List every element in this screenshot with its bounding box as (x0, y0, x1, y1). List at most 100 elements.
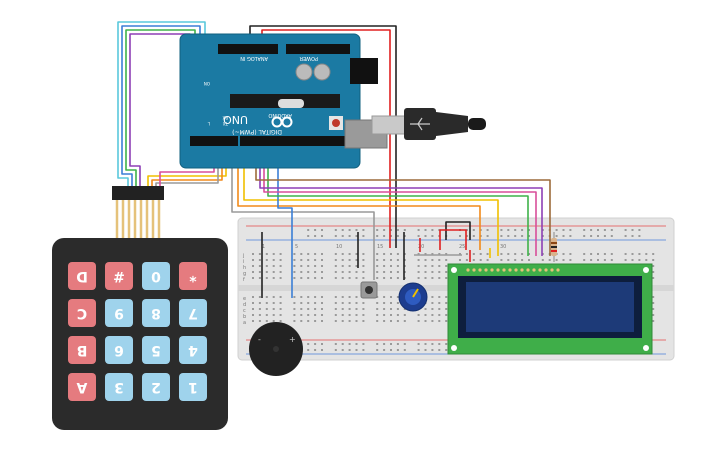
keypad-connector-pins (115, 200, 161, 238)
row-label: b (243, 314, 246, 320)
digital-header (240, 136, 352, 146)
push-button[interactable] (360, 281, 378, 299)
row-label: i (243, 259, 244, 265)
keypad-key-label: # (113, 268, 125, 284)
wire-purple-lcd (259, 164, 543, 256)
wire-blue-analog (121, 25, 201, 186)
wires (117, 21, 551, 298)
wire-black-bridge (445, 221, 471, 240)
label-rx: RX (222, 115, 228, 120)
keypad-key[interactable]: 9 (105, 299, 133, 327)
breadboard-column-labels: 1 5 10 15 20 25 30 (262, 244, 506, 250)
row-label: f (243, 277, 245, 283)
keypad-key-label: 1 (188, 379, 198, 395)
keypad-key-label: 6 (114, 342, 124, 358)
digital-header-2 (190, 136, 238, 146)
analog-header (218, 44, 278, 54)
keypad-key-label: C (77, 305, 87, 321)
keypad-keys: D #0 * C 9 8 7B 6 5 4A 3 2 1 (68, 262, 207, 401)
keypad-4x4[interactable]: D #0 * C 9 8 7B 6 5 4A 3 2 1 (52, 186, 228, 430)
label-brand: ARDUINO (268, 112, 292, 118)
power-jack (350, 58, 378, 84)
arduino-uno[interactable]: DIGITAL (PWM~) ANALOG IN POWER UNO ARDUI… (179, 33, 388, 169)
lcd-16x2[interactable] (447, 263, 653, 355)
keypad-key-label: 0 (151, 268, 161, 284)
label-l: L (207, 121, 210, 126)
keypad-key[interactable]: 4 (179, 336, 207, 364)
label-on: ON (204, 81, 210, 86)
wire-black-gnd (249, 25, 397, 248)
keypad-key[interactable]: B (68, 336, 96, 364)
row-label: j (242, 253, 244, 259)
wire-yellow-keypad (147, 164, 227, 186)
keypad-key[interactable]: A (68, 373, 96, 401)
wire-green-analog (125, 29, 196, 186)
keypad-key[interactable]: 2 (142, 373, 170, 401)
keypad-key[interactable]: 8 (142, 299, 170, 327)
label-power: POWER (299, 55, 318, 61)
keypad-key-label: D (76, 268, 88, 284)
lcd-pins (466, 268, 560, 272)
usb-cable (371, 108, 486, 140)
column-label: 1 (262, 244, 265, 250)
label-uno: UNO (223, 113, 248, 126)
label-tx: TX (223, 121, 229, 126)
arduino-logo-icon (271, 116, 293, 128)
keypad-key-label: 4 (188, 342, 198, 358)
wire-grey-keypad (155, 164, 219, 186)
row-label: e (243, 296, 246, 302)
lcd-screen (466, 282, 634, 332)
wire-pink-lcd (263, 164, 537, 256)
capacitor-2 (295, 63, 313, 81)
wire-blue-buzzer (277, 164, 293, 298)
keypad-key[interactable]: 3 (105, 373, 133, 401)
power-header (286, 44, 350, 54)
keypad-key-label: * (189, 268, 197, 284)
keypad-key-label: A (76, 379, 87, 395)
breadboard-row-labels-left: j i h g f e d c b a (242, 253, 246, 326)
capacitor-1 (313, 63, 331, 81)
keypad-key-label: 3 (114, 379, 124, 395)
wire-orange-lcd (237, 164, 481, 250)
label-analog-in: ANALOG IN (240, 55, 268, 61)
keypad-key-label: B (77, 342, 88, 358)
row-label: d (243, 302, 246, 308)
keypad-key[interactable]: C (68, 299, 96, 327)
potentiometer[interactable] (398, 282, 428, 312)
wire-yellow-lcd (243, 164, 499, 256)
keypad-key[interactable]: 7 (179, 299, 207, 327)
reset-button (332, 119, 340, 127)
buzzer-pin-minus: - (258, 335, 261, 344)
wire-grey-button (231, 164, 375, 280)
keypad-key-label: 2 (151, 379, 161, 395)
column-label: 30 (500, 244, 506, 250)
row-label: g (243, 271, 246, 277)
label-digital: DIGITAL (PWM~) (232, 128, 282, 135)
keypad-key[interactable]: * (179, 262, 207, 290)
keypad-key-label: 9 (114, 305, 124, 321)
column-label: 10 (336, 244, 342, 250)
row-label: a (243, 320, 246, 326)
keypad-key[interactable]: 1 (179, 373, 207, 401)
piezo-buzzer[interactable]: - + (249, 322, 303, 376)
column-label: 15 (377, 244, 383, 250)
keypad-key[interactable]: 6 (105, 336, 133, 364)
keypad-key[interactable]: # (105, 262, 133, 290)
keypad-key[interactable]: D (68, 262, 96, 290)
keypad-key[interactable]: 5 (142, 336, 170, 364)
keypad-connector (112, 186, 164, 200)
keypad-key-label: 8 (151, 305, 161, 321)
row-label: c (243, 308, 246, 314)
wire-orange-keypad (151, 164, 223, 186)
keypad-key-label: 7 (188, 305, 198, 321)
wire-cyan (117, 21, 206, 186)
column-label: 25 (459, 244, 465, 250)
column-label: 20 (418, 244, 424, 250)
keypad-key-label: 5 (151, 342, 161, 358)
buzzer-pin-plus: + (289, 335, 296, 344)
keypad-key[interactable]: 0 (142, 262, 170, 290)
crystal (278, 99, 304, 108)
wire-brown-lcd (255, 164, 551, 256)
row-label: h (243, 265, 246, 271)
